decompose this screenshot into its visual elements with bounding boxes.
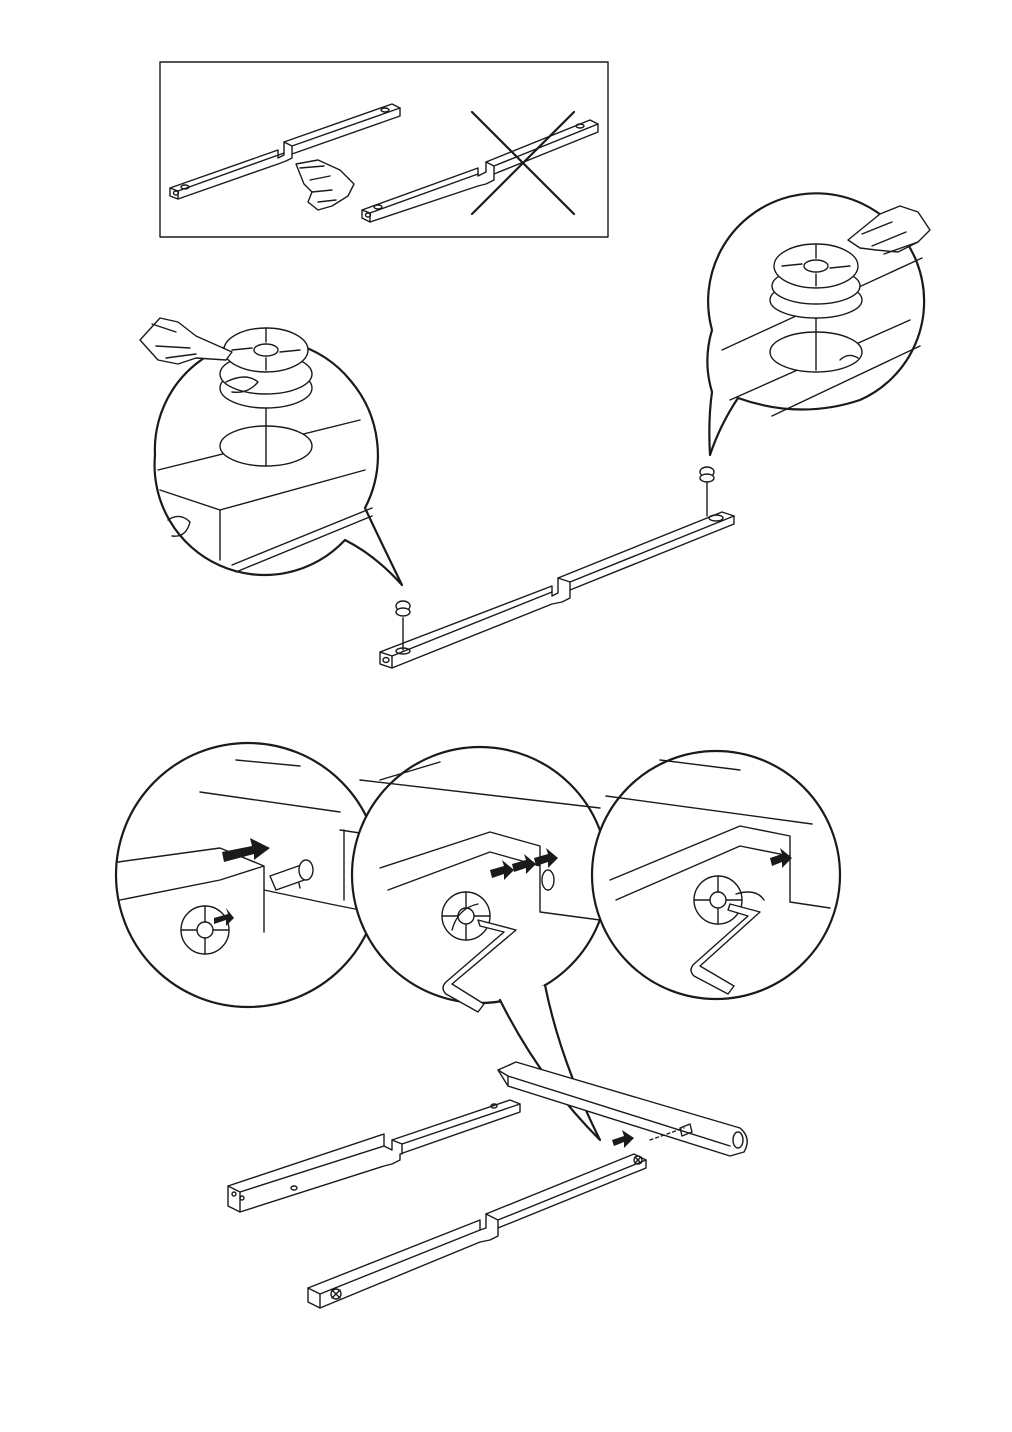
cam-lock-icon [693, 875, 743, 925]
push-arrow-icon [490, 860, 514, 880]
cam-lock-icon [769, 243, 863, 319]
dowel-icon [269, 859, 314, 891]
push-arrow-icon [512, 854, 536, 874]
pointing-hand-icon [295, 159, 355, 211]
cam-lock-small-icon [395, 600, 411, 617]
allen-key-icon [442, 919, 517, 1013]
cam-lock-small-icon [699, 466, 715, 483]
orientation-inset [159, 61, 609, 238]
cam-lock-icon [180, 905, 230, 955]
step-7-detail-circle-3 [590, 749, 842, 1001]
push-arrow-icon [770, 848, 792, 868]
pointing-hand-icon [139, 317, 233, 365]
step-6-beam-illustration [379, 466, 735, 669]
dowel-icon [541, 869, 555, 891]
cam-lock-icon [441, 891, 491, 941]
pointing-hand-icon [847, 205, 931, 255]
beam-correct-illustration [169, 103, 401, 200]
rotate-arrow-icon [214, 908, 234, 926]
wrong-cross-icon [470, 110, 576, 216]
push-arrow-icon [222, 838, 270, 862]
push-arrow-icon [612, 1130, 634, 1148]
step-6-left-detail-circle [139, 317, 404, 587]
push-arrow-icon [534, 848, 558, 868]
step-7-assembly-illustration [227, 1061, 748, 1309]
cam-lock-icon [219, 327, 313, 409]
step-6-right-detail-circle [706, 192, 931, 457]
allen-key-icon [690, 903, 761, 995]
step-7-detail-circle-1 [114, 741, 382, 1009]
